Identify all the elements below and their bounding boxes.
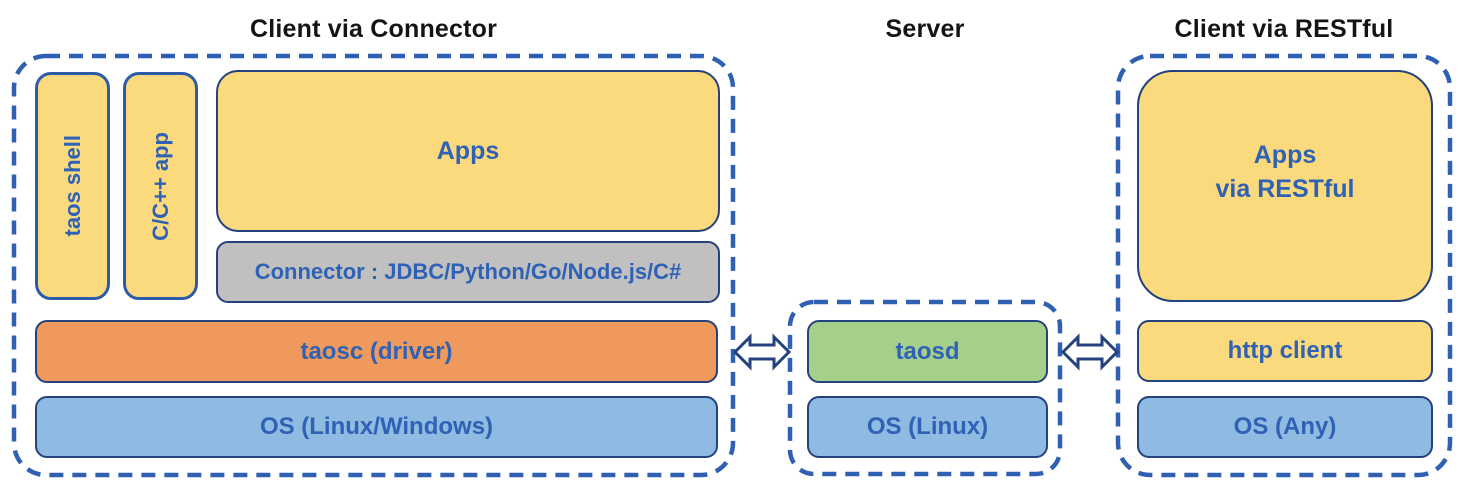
- box-taosd: taosd: [807, 320, 1048, 383]
- box-cpp-app: C/C++ app: [123, 72, 198, 300]
- apps-via-restful-label-line2: via RESTful: [1215, 175, 1355, 203]
- connector-label: Connector : JDBC/Python/Go/Node.js/C#: [254, 259, 682, 284]
- apps-label: Apps: [436, 136, 500, 165]
- os-linux-label: OS (Linux): [866, 413, 989, 440]
- server-dashed-border: [787, 299, 1063, 477]
- box-apps-via-restful: Apps via RESTful: [1137, 70, 1433, 302]
- section-title-client-connector: Client via Connector: [249, 15, 498, 43]
- box-taosc-driver: taosc (driver): [35, 320, 718, 383]
- taosc-driver-label: taosc (driver): [300, 337, 453, 365]
- section-title-client-restful: Client via RESTful: [1174, 15, 1394, 43]
- taos-shell-label: taos shell: [59, 135, 85, 237]
- os-any-label: OS (Any): [1233, 413, 1337, 440]
- box-apps: Apps: [216, 70, 720, 232]
- http-client-label: http client: [1227, 337, 1343, 364]
- box-os-linux-windows: OS (Linux/Windows): [35, 396, 718, 458]
- os-linux-windows-label: OS (Linux/Windows): [259, 413, 494, 440]
- box-os-any: OS (Any): [1137, 396, 1433, 458]
- taosd-label: taosd: [895, 337, 960, 365]
- bidirectional-arrow-icon: [732, 333, 792, 371]
- section-title-server: Server: [885, 15, 965, 43]
- client-connector-dashed-border: [11, 53, 736, 478]
- box-taos-shell: taos shell: [35, 72, 110, 300]
- client-restful-dashed-border: [1115, 53, 1453, 478]
- box-connector: Connector : JDBC/Python/Go/Node.js/C#: [216, 241, 720, 303]
- cpp-app-label: C/C++ app: [147, 131, 173, 241]
- bidirectional-arrow-icon: [1060, 333, 1120, 371]
- apps-via-restful-label-line1: Apps: [1253, 141, 1317, 169]
- box-http-client: http client: [1137, 320, 1433, 382]
- box-os-linux: OS (Linux): [807, 396, 1048, 458]
